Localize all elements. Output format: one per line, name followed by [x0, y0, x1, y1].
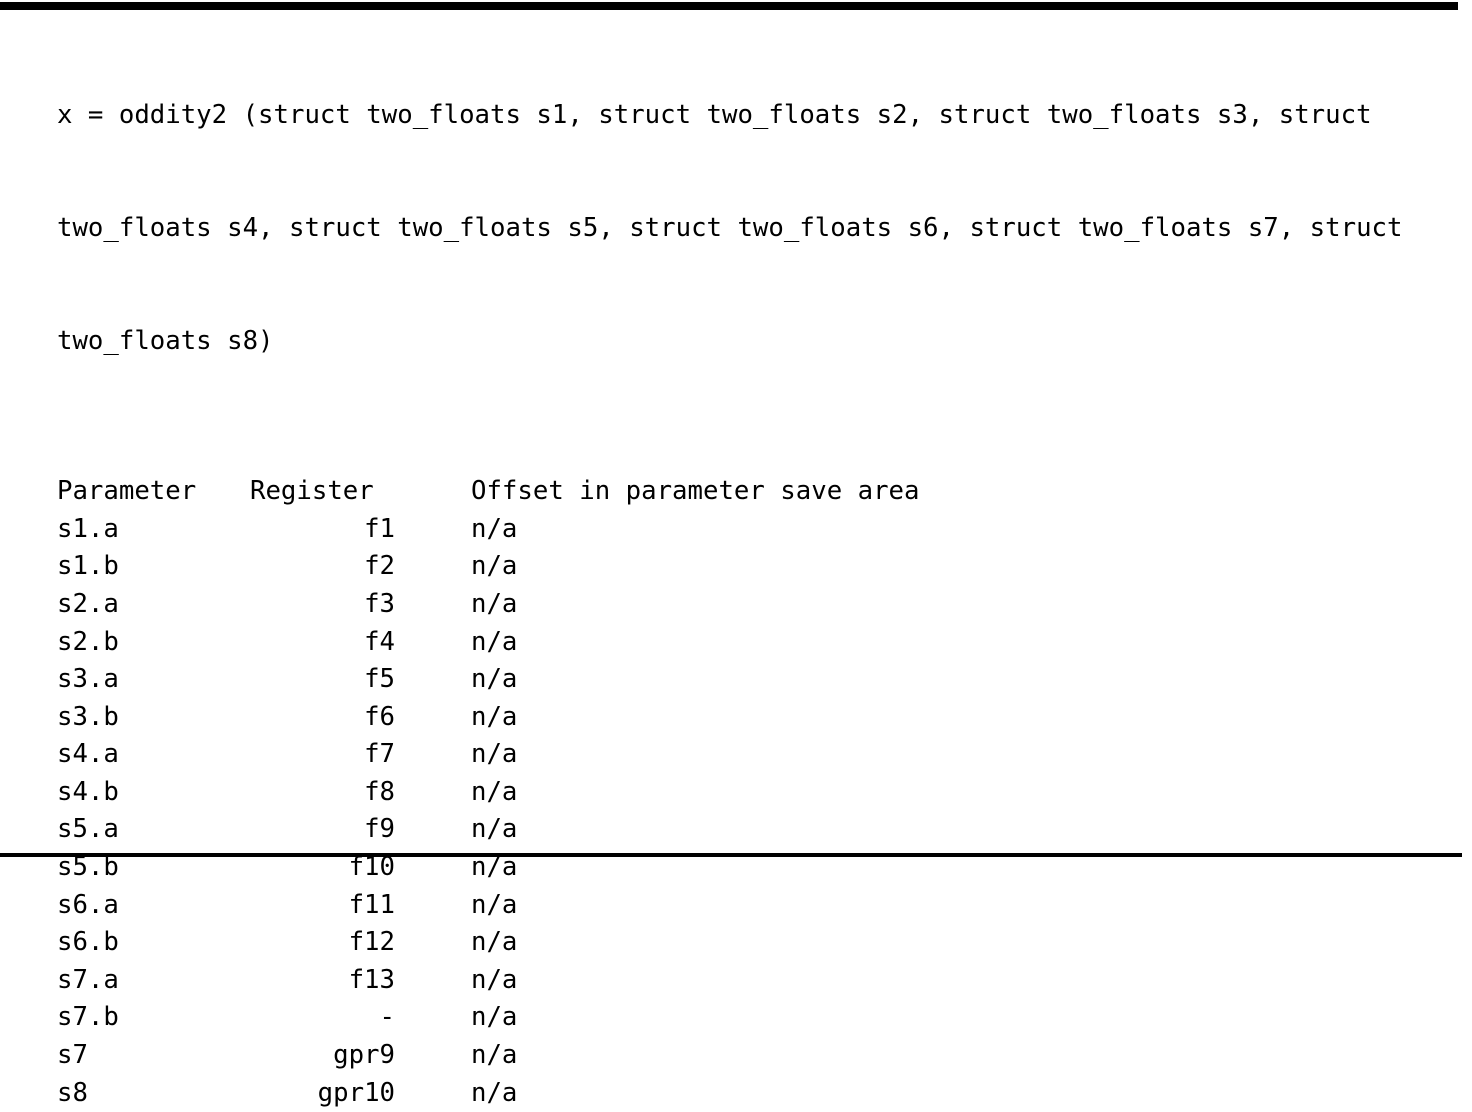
signature-line: two_floats s4, struct two_floats s5, str…: [57, 212, 1403, 243]
cell-offset: n/a: [471, 626, 518, 657]
blank-line-spacer: [57, 436, 1417, 474]
cell-offset: n/a: [471, 513, 518, 544]
cell-offset: n/a: [471, 776, 518, 807]
cell-register: gpr9: [333, 1040, 395, 1071]
cell-parameter: s1.b: [57, 551, 119, 582]
cell-parameter: s8: [57, 1077, 88, 1108]
table-row: s6.a f11 n/a: [57, 887, 1371, 925]
table-row: s1.a f1 n/a: [57, 511, 1371, 549]
cell-parameter: s6.b: [57, 927, 119, 958]
document-content: x = oddity2 (struct two_floats s1, struc…: [57, 22, 1417, 1112]
cell-offset: n/a: [471, 701, 518, 732]
cell-register: f7: [364, 739, 395, 770]
cell-parameter: s5.a: [57, 814, 119, 845]
cell-register: f12: [348, 927, 395, 958]
table-row: s4.b f8 n/a: [57, 774, 1371, 812]
table-row: s2.b f4 n/a: [57, 624, 1371, 662]
cell-parameter: s3.a: [57, 664, 119, 695]
table-row: s5.a f9 n/a: [57, 811, 1371, 849]
signature-line: x = oddity2 (struct two_floats s1, struc…: [57, 100, 1372, 131]
cell-parameter: s4.a: [57, 739, 119, 770]
bottom-horizontal-rule: [0, 853, 1462, 857]
function-signature: x = oddity2 (struct two_floats s1, struc…: [57, 22, 1417, 436]
cell-offset: n/a: [471, 964, 518, 995]
table-row: s7.b - n/a: [57, 999, 1371, 1037]
cell-parameter: s1.a: [57, 513, 119, 544]
cell-offset: n/a: [471, 927, 518, 958]
column-header-parameter: Parameter: [57, 476, 197, 507]
table-header-row: Parameter Register Offset in parameter s…: [57, 473, 1371, 511]
cell-offset: n/a: [471, 588, 518, 619]
cell-register: f13: [348, 964, 395, 995]
cell-parameter: s2.a: [57, 588, 119, 619]
cell-register: f2: [364, 551, 395, 582]
cell-register: f5: [364, 664, 395, 695]
top-horizontal-rule: [0, 2, 1458, 10]
cell-parameter: s7.b: [57, 1002, 119, 1033]
cell-register: gpr10: [317, 1077, 395, 1108]
table-row: s7 gpr9 n/a: [57, 1037, 1371, 1075]
cell-register: f11: [348, 889, 395, 920]
cell-offset: n/a: [471, 889, 518, 920]
cell-offset: n/a: [471, 739, 518, 770]
cell-offset: n/a: [471, 664, 518, 695]
cell-register: f3: [364, 588, 395, 619]
table-row: s7.a f13 n/a: [57, 962, 1371, 1000]
table-row: s4.a f7 n/a: [57, 736, 1371, 774]
cell-parameter: s7.a: [57, 964, 119, 995]
cell-register: f1: [364, 513, 395, 544]
table-row: s1.b f2 n/a: [57, 548, 1371, 586]
cell-offset: n/a: [471, 551, 518, 582]
cell-register: f4: [364, 626, 395, 657]
cell-offset: n/a: [471, 1077, 518, 1108]
table-body: s1.a f1 n/a s1.b f2 n/a s2.a f3 n/a s2.b…: [57, 511, 1371, 1112]
cell-parameter: s7: [57, 1040, 88, 1071]
cell-parameter: s6.a: [57, 889, 119, 920]
cell-offset: n/a: [471, 814, 518, 845]
cell-parameter: s3.b: [57, 701, 119, 732]
table-header: Parameter Register Offset in parameter s…: [57, 473, 1371, 511]
signature-line: two_floats s8): [57, 325, 274, 356]
table-row: s2.a f3 n/a: [57, 586, 1371, 624]
parameter-register-table: Parameter Register Offset in parameter s…: [57, 473, 1371, 1112]
cell-register: f8: [364, 776, 395, 807]
table-row: s8 gpr10 n/a: [57, 1075, 1371, 1112]
cell-register: -: [379, 1002, 395, 1033]
cell-parameter: s4.b: [57, 776, 119, 807]
cell-parameter: s2.b: [57, 626, 119, 657]
cell-register: f9: [364, 814, 395, 845]
table-row: s3.a f5 n/a: [57, 661, 1371, 699]
cell-offset: n/a: [471, 1040, 518, 1071]
table-row: s3.b f6 n/a: [57, 699, 1371, 737]
column-header-register: Register: [250, 476, 374, 507]
cell-offset: n/a: [471, 1002, 518, 1033]
column-header-offset: Offset in parameter save area: [471, 476, 920, 507]
cell-register: f6: [364, 701, 395, 732]
table-row: s6.b f12 n/a: [57, 924, 1371, 962]
